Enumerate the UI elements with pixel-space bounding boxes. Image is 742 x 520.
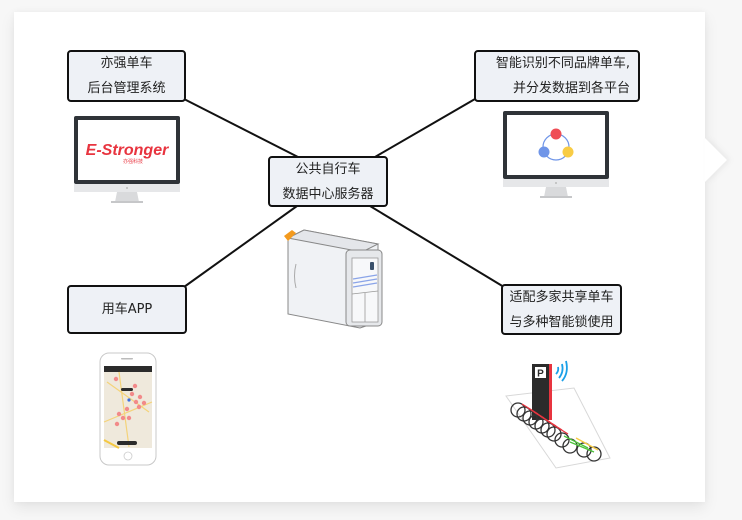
node-app-line-1: 用车APP [101,302,153,317]
wifi-icon [555,360,568,382]
share-node-blue [538,146,550,158]
edge-locks-center [369,205,505,288]
share-node-yellow [562,146,574,158]
card-pointer-arrow [705,138,727,182]
logo-text: E-Stronger [86,142,169,159]
share-node-red [550,128,562,140]
center-server-box: 公共自行车 数据中心服务器 [268,156,388,207]
node-locks-line-1: 适配多家共享单车 [509,289,614,305]
node-locks-box: 适配多家共享单车 与多种智能锁使用 [501,284,622,335]
node-platforms-line-2: 并分发数据到各平台 [512,81,630,96]
node-backend-box: 亦强单车 后台管理系统 [67,50,186,102]
node-platforms-line-1: 智能识别不同品牌单车, [495,56,630,71]
server-tower-icon [284,229,383,329]
station-label: P [537,369,544,380]
node-locks-line-2: 与多种智能锁使用 [509,314,614,330]
edge-app-center [183,205,298,288]
node-app-box: 用车APP [67,285,187,334]
center-line-2: 数据中心服务器 [282,186,374,202]
monitor-share-network-icon [503,111,609,198]
bike-parking-station-icon: P [505,360,611,469]
edge-platforms-center [374,98,476,158]
center-line-1: 公共自行车 [295,161,361,177]
node-platforms-box: 智能识别不同品牌单车, 并分发数据到各平台 [474,50,640,102]
edge-backend-center [183,98,299,158]
node-backend-line-1: 亦强单车 [100,56,153,71]
logo-subtext: 亦强科技 [123,158,143,165]
monitor-estronger-logo-icon: E-Stronger 亦强科技 [74,116,180,203]
node-backend-line-2: 后台管理系统 [87,81,166,96]
smartphone-map-icon [99,352,157,466]
